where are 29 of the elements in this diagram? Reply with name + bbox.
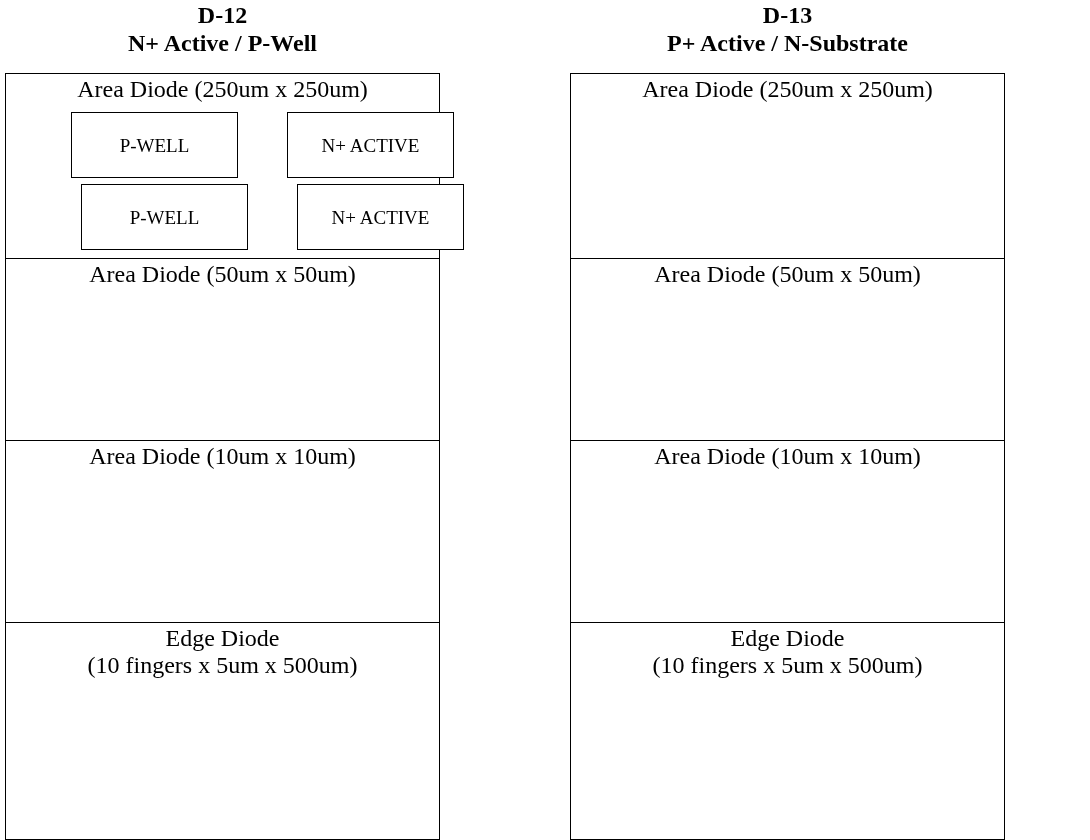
region-label: Edge Diode bbox=[165, 625, 280, 652]
diode-region-box bbox=[570, 440, 1005, 623]
layer-box bbox=[297, 184, 464, 250]
layer-box bbox=[287, 112, 454, 178]
region-label: Area Diode (50um x 50um) bbox=[89, 261, 356, 288]
column-heading: D-12 bbox=[196, 2, 249, 30]
region-label: Area Diode (50um x 50um) bbox=[654, 261, 921, 288]
region-label: Area Diode (250um x 250um) bbox=[77, 76, 368, 103]
column-subheading: N+ Active / P-Well bbox=[127, 30, 318, 58]
region-label: (10 fingers x 5um x 500um) bbox=[87, 652, 358, 679]
layer-box bbox=[81, 184, 248, 250]
region-label: Edge Diode bbox=[730, 625, 845, 652]
diode-region-box bbox=[570, 258, 1005, 441]
region-label: Area Diode (250um x 250um) bbox=[642, 76, 933, 103]
layer-box bbox=[71, 112, 238, 178]
region-label: P-WELL bbox=[129, 206, 200, 230]
column-heading: D-13 bbox=[761, 2, 814, 30]
diode-region-box bbox=[5, 258, 440, 441]
region-label: P-WELL bbox=[119, 134, 190, 158]
diode-region-box bbox=[570, 73, 1005, 259]
diode-region-box bbox=[5, 622, 440, 840]
diode-region-box bbox=[5, 440, 440, 623]
column-subheading: P+ Active / N-Substrate bbox=[666, 30, 909, 58]
region-label: N+ ACTIVE bbox=[331, 206, 430, 230]
region-label: Area Diode (10um x 10um) bbox=[654, 443, 921, 470]
region-label: Area Diode (10um x 10um) bbox=[89, 443, 356, 470]
region-label: N+ ACTIVE bbox=[321, 134, 420, 158]
diode-region-box bbox=[570, 622, 1005, 840]
region-label: (10 fingers x 5um x 500um) bbox=[652, 652, 923, 679]
